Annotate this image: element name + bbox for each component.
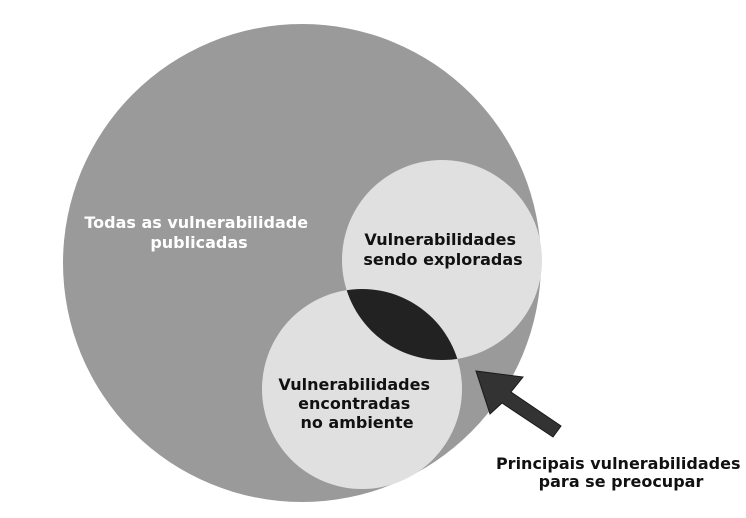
- environment-label-line2: encontradas: [298, 394, 410, 413]
- all-published-label: Todas as vulnerabilidade publicadas: [84, 213, 313, 252]
- all-published-label-line2: publicadas: [150, 233, 247, 252]
- environment-label: Vulnerabilidades encontradas no ambiente: [278, 375, 435, 432]
- exploited-label-line2: sendo exploradas: [363, 250, 522, 269]
- environment-label-line3: no ambiente: [300, 413, 413, 432]
- priority-callout-line2: para se preocupar: [539, 472, 704, 491]
- environment-label-line1: Vulnerabilidades: [278, 375, 430, 394]
- exploited-label: Vulnerabilidades sendo exploradas: [363, 230, 522, 269]
- priority-intersection-region: [342, 289, 462, 360]
- priority-callout-label: Principais vulnerabilidades para se preo…: [496, 454, 746, 491]
- all-published-label-line1: Todas as vulnerabilidade: [84, 213, 308, 232]
- exploited-label-line1: Vulnerabilidades: [364, 230, 516, 249]
- callout-arrow-icon: [475, 370, 562, 438]
- priority-callout-line1: Principais vulnerabilidades: [496, 454, 741, 473]
